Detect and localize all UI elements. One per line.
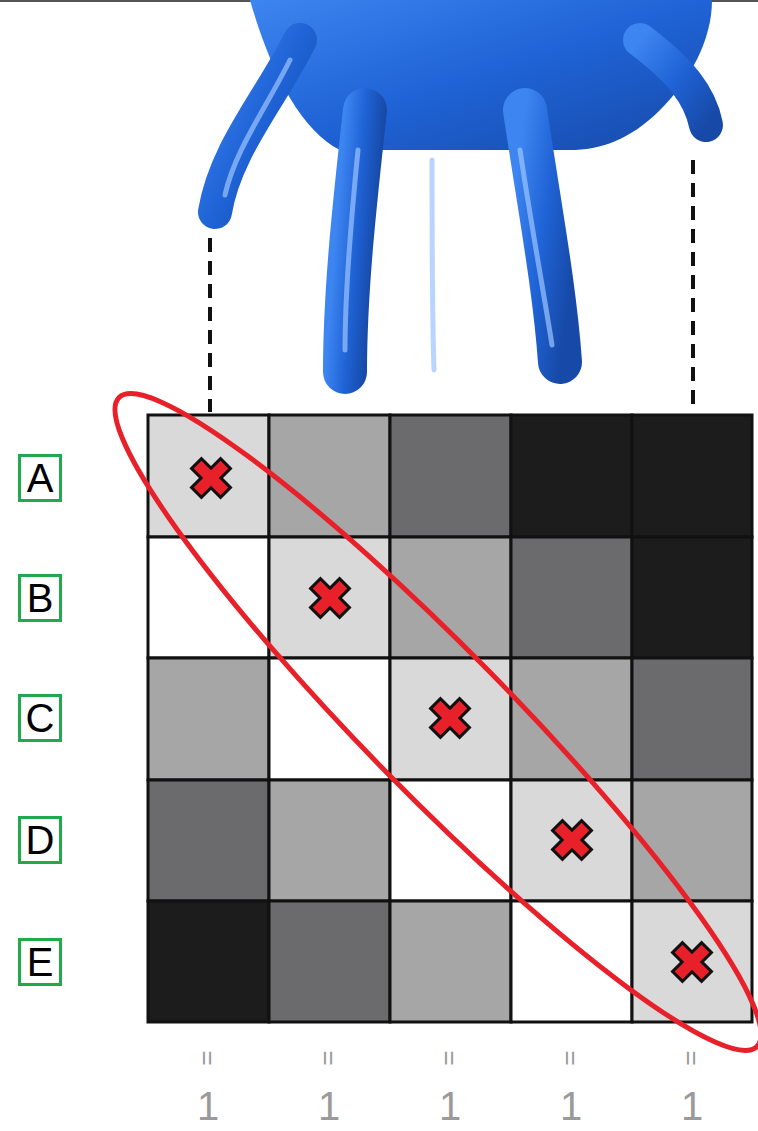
grid-cell bbox=[269, 901, 390, 1022]
label-text: = bbox=[558, 1047, 584, 1068]
cross-mark bbox=[299, 567, 361, 629]
hand-model bbox=[215, 0, 712, 392]
ring-finger bbox=[345, 110, 365, 372]
grid-cell bbox=[148, 537, 269, 658]
equals-sign: = bbox=[558, 1047, 584, 1068]
row-letter: E bbox=[27, 942, 54, 982]
grid-cell bbox=[632, 658, 752, 780]
equals-sign: = bbox=[679, 1047, 705, 1068]
equals-sign: = bbox=[195, 1047, 221, 1068]
grid-cell bbox=[269, 537, 390, 658]
hand-highlight bbox=[225, 60, 290, 195]
label-text: = bbox=[316, 1047, 342, 1068]
match-marks bbox=[180, 447, 723, 993]
index-finger bbox=[525, 110, 560, 362]
grid-cell bbox=[148, 658, 269, 780]
row-letter: D bbox=[26, 820, 55, 860]
equals-sign: = bbox=[437, 1047, 463, 1068]
grid-cell bbox=[148, 415, 269, 537]
row-label-box: E bbox=[18, 938, 62, 986]
cross-mark bbox=[541, 809, 603, 871]
grid-cell bbox=[511, 901, 632, 1022]
grid-cell bbox=[511, 537, 632, 658]
sum-value: 1 bbox=[560, 1086, 582, 1126]
label-text: 1 bbox=[560, 1086, 582, 1126]
label-text: 1 bbox=[681, 1086, 703, 1126]
diagonal-ellipse bbox=[68, 347, 758, 1097]
grid-cell bbox=[390, 901, 511, 1022]
row-letter: A bbox=[27, 458, 54, 498]
sum-value: 1 bbox=[439, 1086, 461, 1126]
grid-cell bbox=[148, 780, 269, 901]
label-text: = bbox=[679, 1047, 705, 1068]
pinky-finger bbox=[215, 40, 300, 212]
middle-finger bbox=[417, 120, 463, 392]
cross-mark bbox=[419, 687, 481, 749]
grid-cell bbox=[511, 780, 632, 901]
grid-cell bbox=[390, 537, 511, 658]
distance-grid bbox=[148, 415, 752, 1022]
hand-highlight bbox=[345, 150, 358, 350]
equals-sign: = bbox=[316, 1047, 342, 1068]
label-text: 1 bbox=[318, 1086, 340, 1126]
label-text: = bbox=[437, 1047, 463, 1068]
dashed-guide bbox=[208, 238, 212, 412]
grid-cell bbox=[511, 415, 632, 537]
sum-value: 1 bbox=[681, 1086, 703, 1126]
dashed-guide bbox=[691, 160, 695, 412]
label-text: = bbox=[195, 1047, 221, 1068]
grid-cell bbox=[390, 415, 511, 537]
grid-cell bbox=[390, 780, 511, 901]
hand-highlight bbox=[520, 150, 552, 345]
thumb bbox=[640, 40, 706, 125]
sum-value: 1 bbox=[318, 1086, 340, 1126]
label-text: 1 bbox=[197, 1086, 219, 1126]
grid-cell bbox=[269, 780, 390, 901]
row-label-box: B bbox=[18, 574, 62, 622]
cross-mark bbox=[180, 447, 242, 509]
hand-palm bbox=[250, 0, 712, 150]
grid-cell bbox=[269, 658, 390, 780]
row-letter: B bbox=[27, 578, 54, 618]
grid-cell bbox=[632, 415, 752, 537]
label-text: 1 bbox=[439, 1086, 461, 1126]
grid-cell bbox=[632, 780, 752, 901]
row-letter: C bbox=[26, 698, 55, 738]
row-label-box: C bbox=[18, 694, 62, 742]
sum-value: 1 bbox=[197, 1086, 219, 1126]
grid-cell bbox=[148, 901, 269, 1022]
row-label-box: A bbox=[18, 454, 62, 502]
grid-cell bbox=[632, 537, 752, 658]
hand-highlight bbox=[432, 160, 434, 370]
tip-guides bbox=[210, 160, 693, 412]
row-label-box: D bbox=[18, 816, 62, 864]
